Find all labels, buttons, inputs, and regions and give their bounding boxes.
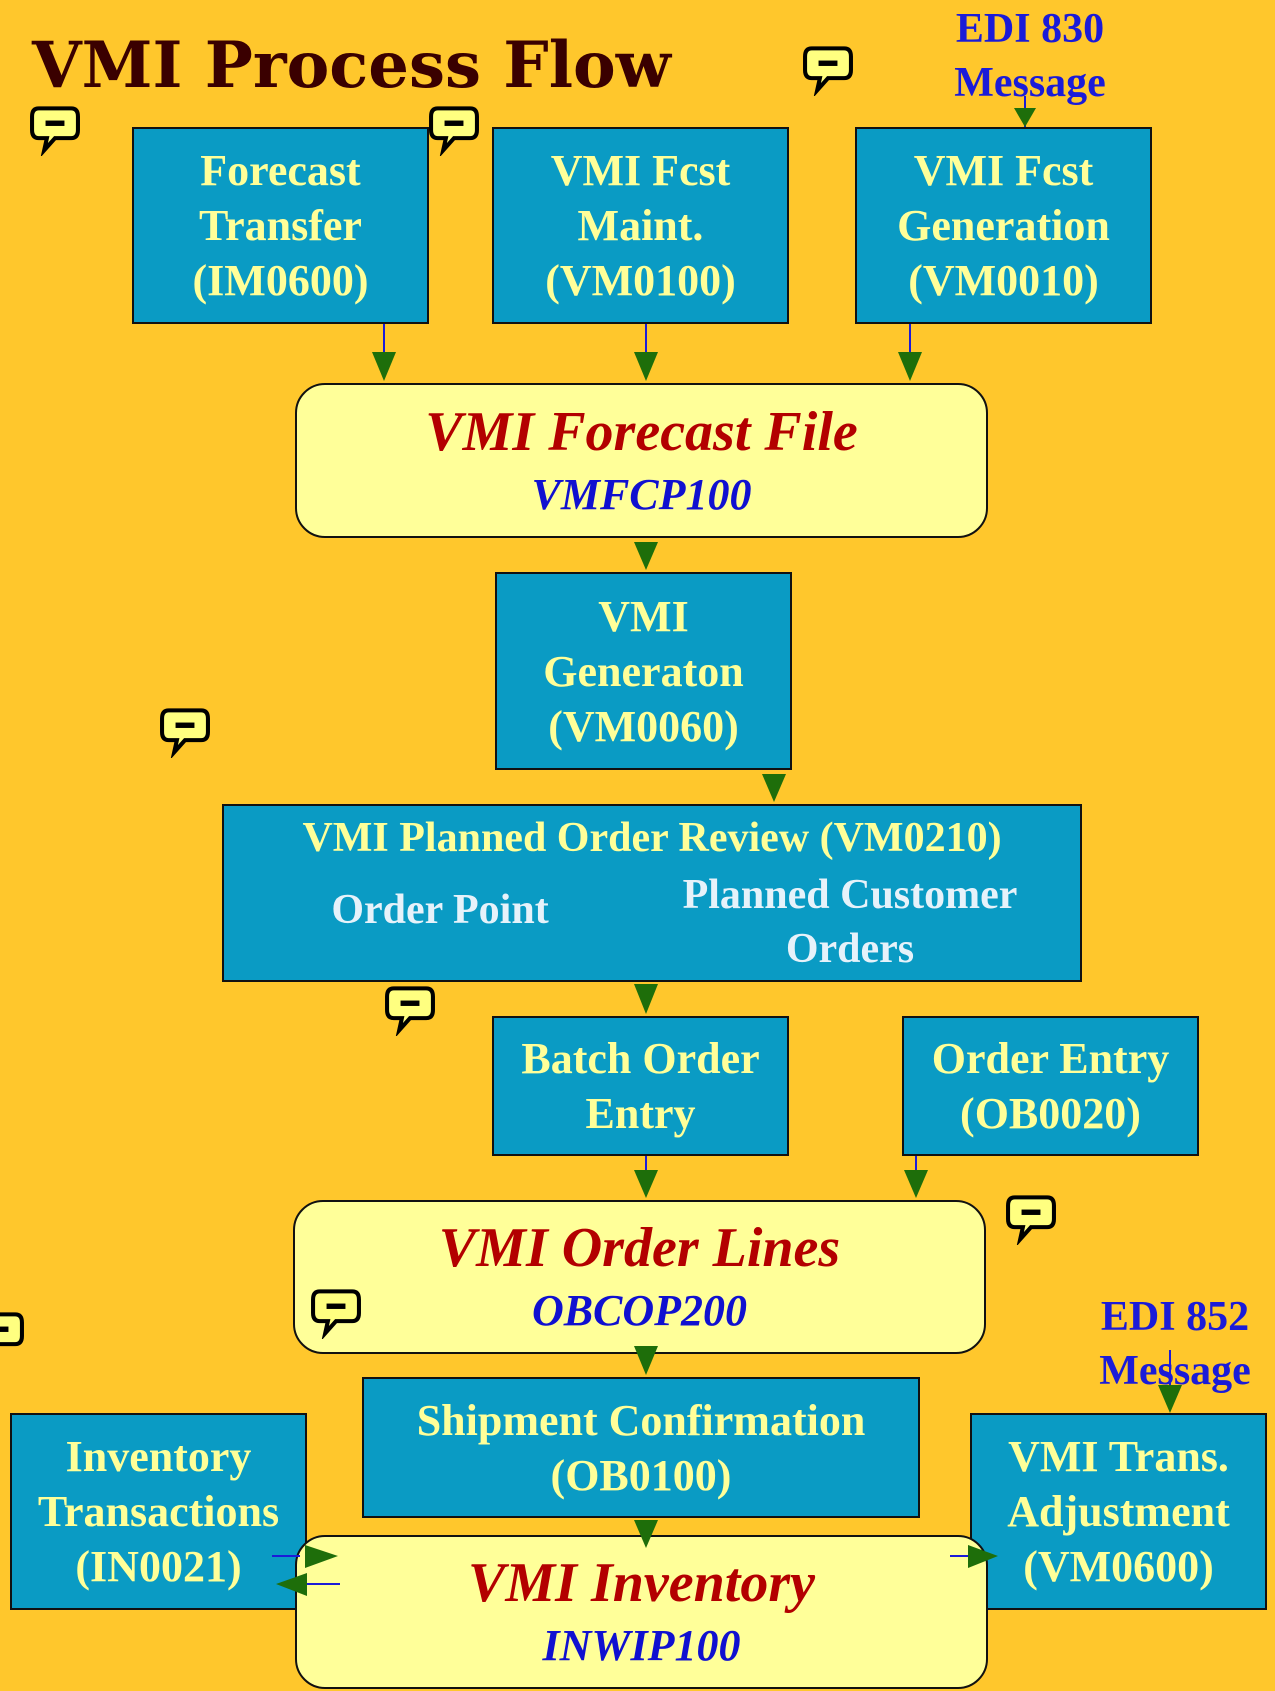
box-line: (IM0600) xyxy=(192,256,369,305)
edi-830-line1: EDI 830 xyxy=(955,6,1105,52)
arrow-head xyxy=(634,984,658,1014)
arrow-head xyxy=(305,1545,338,1568)
arrow-head xyxy=(634,352,658,381)
forecast-transfer-box[interactable]: Forecast Transfer (IM0600) xyxy=(132,127,429,324)
planned-order-review-box[interactable] xyxy=(222,804,1082,982)
comment-icon[interactable] xyxy=(801,44,855,96)
box-line: (VM0060) xyxy=(548,701,739,751)
inventory-file[interactable]: VMI Inventory INWIP100 xyxy=(295,1535,988,1689)
vmi-generation-box[interactable]: VMI Generaton (VM0060) xyxy=(495,572,792,770)
arrow-head xyxy=(634,1170,658,1198)
planned-customer-orders-label: Planned Customer Orders xyxy=(640,868,1060,976)
arrow-head xyxy=(634,542,658,570)
box-line: VMI xyxy=(598,591,689,641)
file-name: VMI Forecast File xyxy=(425,400,858,463)
edi-830-line2: Message xyxy=(954,60,1106,106)
box-line: Transactions xyxy=(37,1487,280,1536)
file-code: OBCOP200 xyxy=(531,1286,748,1335)
edi-852-line1: EDI 852 xyxy=(1100,1294,1250,1340)
page-title: VMI Process Flow xyxy=(32,28,671,103)
box-line: Inventory xyxy=(65,1432,252,1481)
label-line: Planned Customer xyxy=(682,872,1018,918)
edi-830-label: EDI 830 Message xyxy=(920,2,1140,110)
box-line: (VM0100) xyxy=(545,256,736,305)
box-line: Transfer xyxy=(199,201,362,250)
box-line: Generation xyxy=(897,201,1110,250)
order-entry-box[interactable]: Order Entry (OB0020) xyxy=(902,1016,1199,1156)
arrow-head xyxy=(898,352,922,381)
fcst-generation-box[interactable]: VMI Fcst Generation (VM0010) xyxy=(855,127,1152,324)
forecast-file[interactable]: VMI Forecast File VMFCP100 xyxy=(295,383,988,538)
file-name: VMI Inventory xyxy=(468,1552,815,1614)
comment-icon[interactable] xyxy=(158,706,212,758)
box-line: Forecast xyxy=(200,146,361,195)
comment-icon[interactable] xyxy=(1004,1193,1058,1245)
label-line: Orders xyxy=(785,926,915,972)
box-line: VMI Fcst xyxy=(550,146,731,195)
comment-icon[interactable] xyxy=(0,1310,26,1362)
file-code: INWIP100 xyxy=(542,1621,741,1670)
arrow-head xyxy=(1158,1385,1182,1413)
shipment-confirmation-box[interactable]: Shipment Confirmation (OB0100) xyxy=(362,1377,920,1518)
box-line: Batch Order xyxy=(521,1034,760,1083)
box-line: (OB0020) xyxy=(960,1089,1141,1138)
comment-icon[interactable] xyxy=(383,984,437,1036)
arrow-head xyxy=(1014,108,1036,127)
arrow-head xyxy=(634,1346,658,1375)
arrow-head xyxy=(762,774,786,802)
arrow-head xyxy=(634,1520,658,1548)
box-line: Generaton xyxy=(543,646,744,696)
comment-icon[interactable] xyxy=(427,104,481,156)
arrow-head xyxy=(276,1573,307,1596)
arrow-head xyxy=(968,1545,998,1568)
comment-icon[interactable] xyxy=(28,104,82,156)
inventory-transactions-box[interactable]: Inventory Transactions (IN0021) xyxy=(10,1413,307,1610)
file-name: VMI Order Lines xyxy=(438,1217,841,1279)
order-point-label: Order Point xyxy=(331,887,549,933)
box-line: Adjustment xyxy=(1007,1487,1230,1536)
batch-order-entry-box[interactable]: Batch Order Entry xyxy=(492,1016,789,1156)
box-line: Maint. xyxy=(577,201,704,250)
box-line: Shipment Confirmation xyxy=(416,1395,866,1445)
box-line: (VM0600) xyxy=(1023,1542,1214,1591)
box-line: VMI Trans. xyxy=(1008,1432,1229,1481)
trans-adjustment-box[interactable]: VMI Trans. Adjustment (VM0600) xyxy=(970,1413,1267,1610)
review-header: VMI Planned Order Review (VM0210) xyxy=(302,815,1002,861)
comment-icon[interactable] xyxy=(309,1287,363,1339)
fcst-maint-box[interactable]: VMI Fcst Maint. (VM0100) xyxy=(492,127,789,324)
box-line: Entry xyxy=(585,1089,696,1138)
arrow-head xyxy=(904,1170,928,1198)
box-line: (VM0010) xyxy=(908,256,1099,305)
file-code: VMFCP100 xyxy=(531,469,752,519)
box-line: (OB0100) xyxy=(550,1450,732,1500)
box-line: (IN0021) xyxy=(75,1542,242,1591)
box-line: VMI Fcst xyxy=(913,146,1094,195)
box-line: Order Entry xyxy=(931,1034,1170,1083)
arrow-head xyxy=(372,352,396,381)
